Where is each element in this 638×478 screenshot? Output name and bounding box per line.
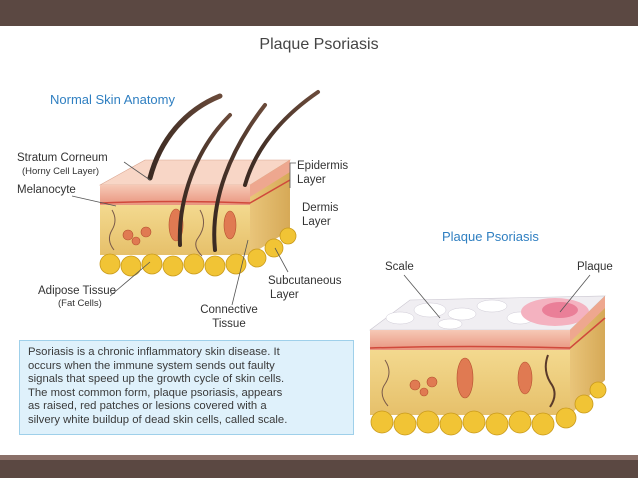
page-title: Plaque Psoriasis [259, 36, 379, 53]
description-line: occurs when the immune system sends out … [28, 359, 275, 372]
leader-lines [71, 161, 591, 319]
description-line: as raised, red patches or lesions covere… [28, 400, 267, 413]
normal-skin-block [98, 90, 320, 277]
normal-side-epidermis [250, 160, 290, 197]
label-plaque: Plaque [577, 261, 613, 273]
normal-epidermis-front [100, 185, 250, 205]
label-adipose-tissue: Adipose Tissue [38, 285, 116, 297]
normal-skin-heading: Normal Skin Anatomy [50, 92, 175, 107]
bottom-accent-stripe [0, 455, 638, 460]
psoriasis-heading: Plaque Psoriasis [442, 229, 539, 244]
psoriasis-glands [409, 357, 533, 399]
description-line: silvery white buildup of dead skin cells… [28, 413, 288, 426]
label-dermis-layer: Layer [302, 216, 331, 228]
label-subcutaneous: Subcutaneous [268, 275, 342, 287]
bottom-frame-band [0, 460, 638, 478]
label-melanocyte: Melanocyte [17, 184, 76, 196]
description-line: The most common form, plaque psoriasis, … [28, 386, 283, 399]
label-dermis: Dermis [302, 202, 339, 214]
label-scale: Scale [385, 261, 414, 273]
normal-vessel-line [99, 179, 291, 204]
label-stratum-corneum: Stratum Corneum [17, 152, 108, 164]
label-epidermis: Epidermis [297, 160, 349, 172]
label-connective: Connective [200, 304, 258, 316]
description-line: Psoriasis is a chronic inflammatory skin… [28, 346, 280, 358]
label-epidermis-layer: Layer [297, 174, 326, 186]
label-horny-cell-layer: (Horny Cell Layer) [22, 166, 100, 177]
top-frame-band [0, 0, 638, 26]
normal-fat-cells [99, 227, 297, 277]
psoriasis-epidermis-front [370, 330, 570, 350]
psoriasis-fat-cells [370, 381, 607, 436]
label-subcutaneous-layer: Layer [270, 289, 299, 301]
normal-hairs [147, 90, 320, 252]
normal-nerve-fiber [108, 209, 116, 251]
description-line: signals that speed up the growth cycle o… [28, 373, 285, 386]
psoriasis-skin-block [369, 295, 607, 436]
label-fat-cells: (Fat Cells) [58, 298, 102, 309]
description-box: Psoriasis is a chronic inflammatory skin… [19, 340, 354, 435]
label-tissue: Tissue [212, 318, 246, 330]
